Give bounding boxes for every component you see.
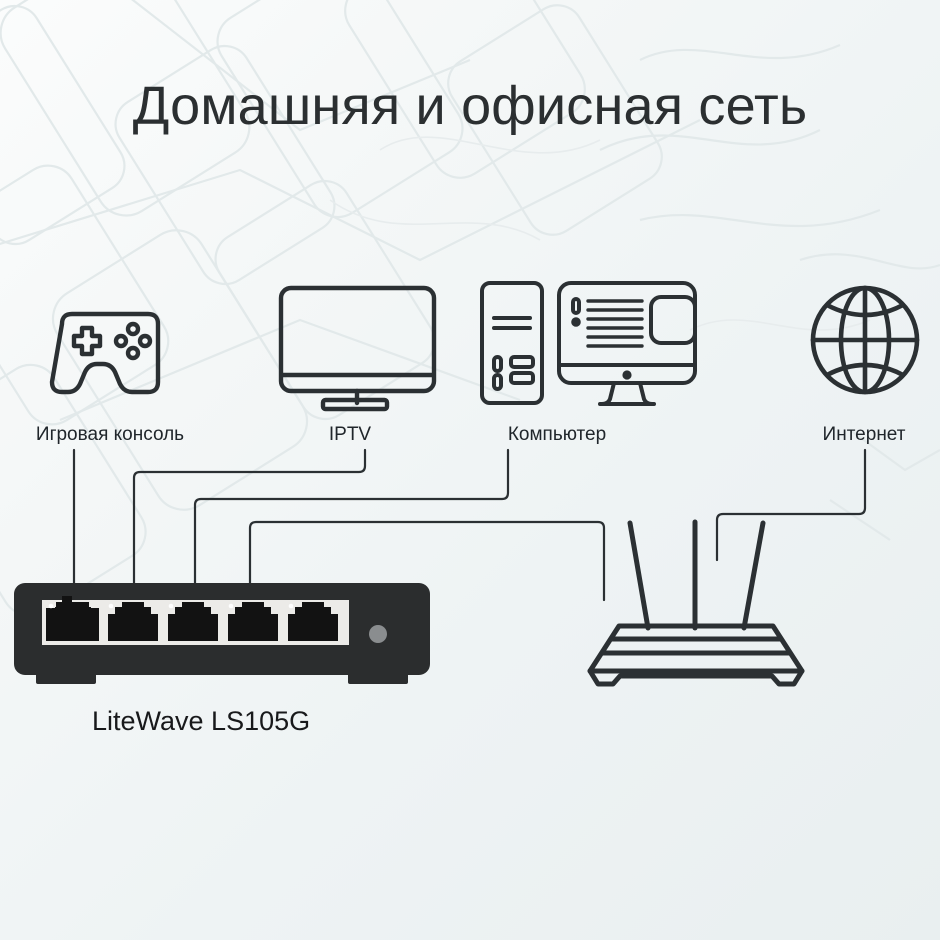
desktop-computer-icon (480, 281, 697, 406)
globe-icon (810, 285, 920, 395)
connection-lines (72, 448, 867, 602)
page-title: Домашняя и офисная сеть (132, 76, 808, 136)
switch-port-5 (288, 602, 338, 641)
router-antenna-left (627, 520, 651, 631)
switch-port-3 (168, 602, 218, 641)
router-antenna-right (741, 520, 766, 631)
node-label-internet: Интернет (822, 424, 906, 445)
connection-computer-switch (193, 448, 510, 594)
connection-router-switch (248, 520, 606, 602)
television-icon (278, 285, 437, 412)
switch-product-label: LiteWave LS105G (92, 706, 311, 736)
connection-internet-router (715, 448, 867, 562)
gamepad-icon (49, 311, 161, 395)
switch-port-4 (228, 602, 278, 641)
switch-port-group (48, 602, 338, 641)
network-switch-device (14, 583, 430, 684)
switch-port-1 (48, 602, 98, 641)
router-body (587, 623, 805, 674)
node-label-computer: Компьютер (507, 424, 607, 445)
wireless-router-device (587, 519, 805, 687)
node-label-console: Игровая консоль (35, 424, 185, 445)
node-label-iptv: IPTV (328, 424, 372, 445)
router-base (587, 668, 805, 687)
switch-status-led (369, 625, 387, 643)
connection-iptv-switch (132, 448, 367, 594)
switch-port-2 (108, 602, 158, 641)
